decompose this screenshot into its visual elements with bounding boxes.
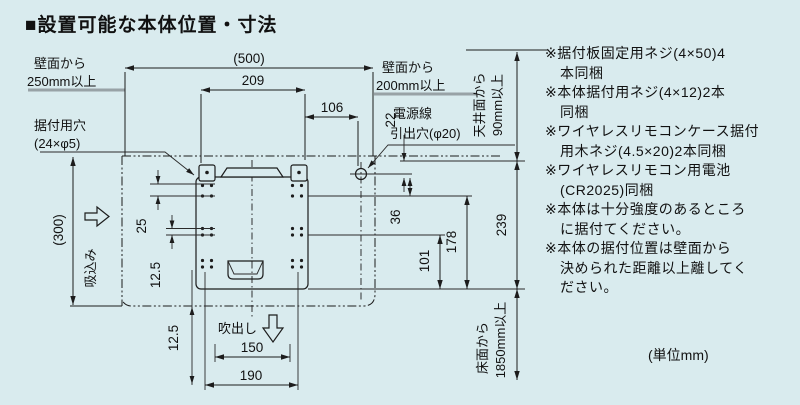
dim-22: 22 <box>383 112 398 127</box>
note-line: ※本体据付用ネジ(4×12)2本 <box>545 84 726 100</box>
dim-300: (300) <box>51 214 66 246</box>
dim-239: 239 <box>494 214 509 237</box>
dim-106: 106 <box>321 100 344 115</box>
note-line: 本同梱 <box>560 64 604 81</box>
diagram-text-labels: 壁面から 250mm以上 壁面から 200mm以上 据付用穴 (24×φ5) 電… <box>27 56 508 378</box>
dim-209: 209 <box>242 73 265 88</box>
unit-annotation: (単位mm) <box>648 347 709 363</box>
dimension-values: (500) 209 106 150 190 22 (300) 25 12.5 1… <box>51 51 509 383</box>
ceiling-clearance-label-line1: 天井面から <box>472 72 487 137</box>
dim-190: 190 <box>240 368 263 383</box>
note-line: 同梱 <box>560 103 589 120</box>
wall-left-label-line2: 250mm以上 <box>27 74 96 89</box>
installation-notes: ※据付板固定用ネジ(4×50)4 本同梱 ※本体据付用ネジ(4×12)2本 同梱… <box>545 44 797 298</box>
note-line: (CR2025)同梱 <box>560 181 654 198</box>
plate-screw-holes <box>200 183 304 269</box>
dim-36: 36 <box>388 209 403 224</box>
wall-left-label-line1: 壁面から <box>34 56 86 71</box>
left-dimensions <box>70 157 215 305</box>
note-line: ださい。 <box>560 279 618 295</box>
dim-500: (500) <box>233 51 265 66</box>
bottom-dimensions <box>189 270 299 390</box>
mount-hole-label-line1: 据付用穴 <box>34 118 86 133</box>
note-line: 決められた距離以上離してく <box>560 259 748 276</box>
note-line: に据付てください。 <box>560 220 691 237</box>
dim-12-5-lower: 12.5 <box>166 325 181 351</box>
power-cord-label-line2: 引出穴(φ20) <box>390 126 461 141</box>
note-line: ※据付板固定用ネジ(4×50)4 <box>545 45 726 61</box>
outlet-label: 吹出し <box>218 321 257 336</box>
plate-bottom-slot <box>227 260 264 280</box>
top-dimensions <box>124 65 374 166</box>
wall-right-label-line1: 壁面から <box>382 60 434 75</box>
leader-lines <box>40 144 515 176</box>
dim-101: 101 <box>417 250 432 273</box>
note-line: 用木ネジ(4.5×20)2本同梱 <box>560 142 727 159</box>
dim-25: 25 <box>134 218 149 233</box>
wall-right-label-line2: 200mm以上 <box>376 78 445 93</box>
dim-178: 178 <box>444 231 459 254</box>
outlet-arrow-icon <box>261 314 285 344</box>
mounting-plate <box>195 164 412 290</box>
mount-hole-label-line2: (24×φ5) <box>34 136 80 151</box>
floor-clearance-label-line1: 床面から <box>475 322 490 374</box>
right-dimensions <box>308 52 525 380</box>
note-line: ※ワイヤレスリモコンケース据付 <box>545 123 760 139</box>
wall-reference-lines <box>28 49 548 96</box>
dim-150: 150 <box>241 340 264 355</box>
page-title: ■設置可能な本体位置・寸法 <box>25 15 278 36</box>
unit-body-phantom-outline <box>70 155 500 318</box>
ceiling-clearance-label-line2: 90mm以上 <box>490 74 505 136</box>
note-line: ※本体は十分強度のあるところ <box>545 201 746 217</box>
floor-clearance-label-line2: 1850mm以上 <box>493 302 508 379</box>
suction-label: 吸込み <box>83 248 98 287</box>
note-line: ※本体の据付位置は壁面から <box>545 240 732 256</box>
plate-handle <box>219 167 285 178</box>
suction-arrow-icon <box>84 205 110 228</box>
dim-12-5-upper: 12.5 <box>148 262 163 288</box>
power-cord-label-line1: 電源線 <box>393 106 432 121</box>
note-line: ※ワイヤレスリモコン用電池 <box>545 162 731 178</box>
